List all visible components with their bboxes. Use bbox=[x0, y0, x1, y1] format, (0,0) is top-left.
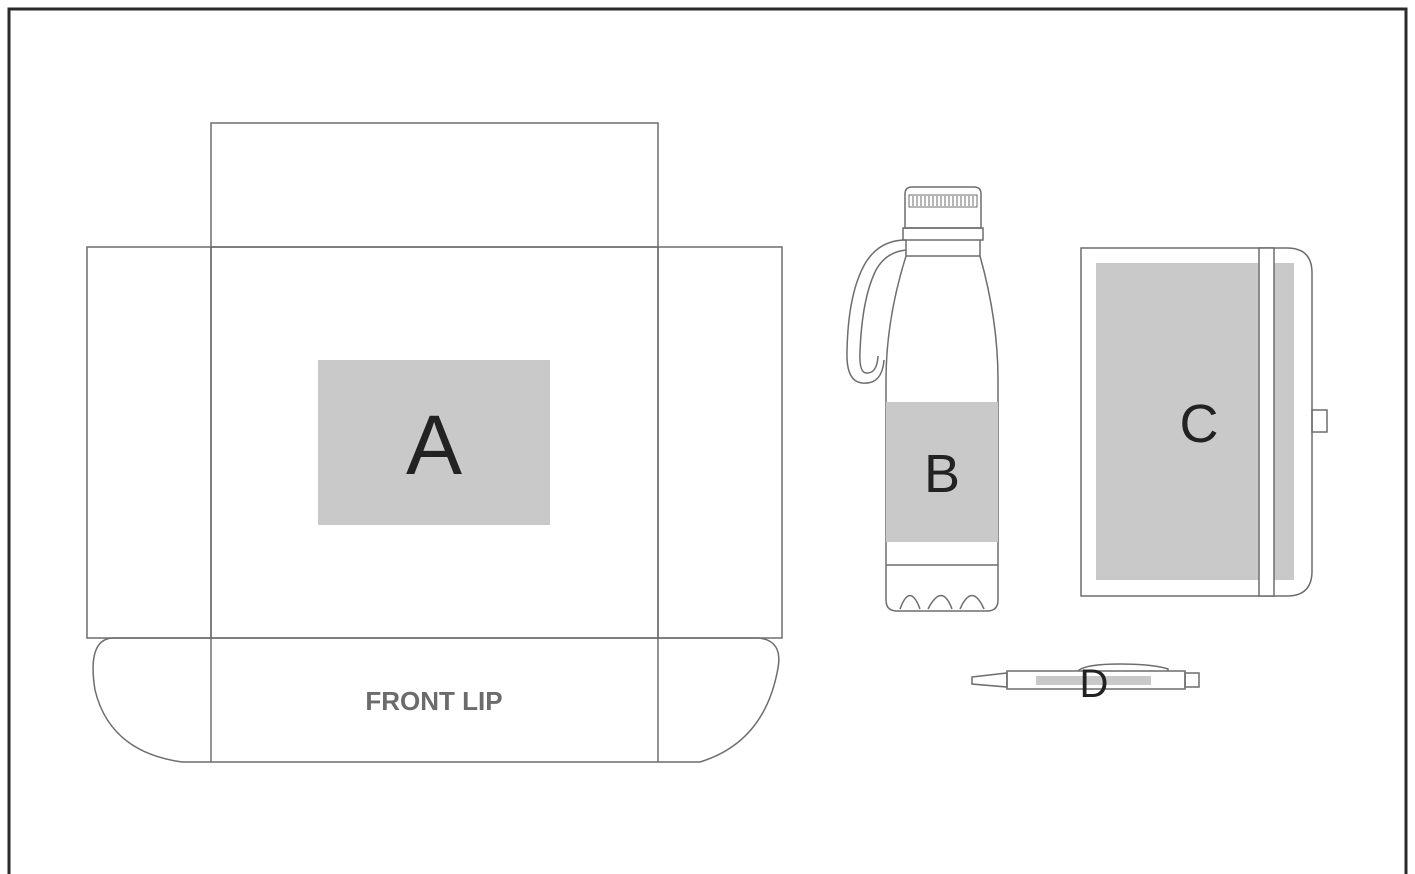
box-left-panel bbox=[86, 246, 212, 639]
zone-d-label: D bbox=[1080, 662, 1109, 706]
pen-clip bbox=[1077, 663, 1169, 672]
bottle-outline bbox=[846, 186, 999, 612]
bottle-body bbox=[885, 255, 999, 612]
zone-b-label: B bbox=[924, 444, 960, 504]
bottle-carry-loop-inner bbox=[859, 249, 907, 374]
notebook-outline bbox=[1080, 247, 1328, 597]
bottle-carry-loop-outer bbox=[846, 239, 907, 384]
front-lip-label: FRONT LIP bbox=[365, 686, 502, 716]
zone-d-area bbox=[1036, 676, 1151, 685]
outer-frame bbox=[7, 7, 1408, 874]
zone-c-label: C bbox=[1180, 394, 1219, 454]
box-top-flap bbox=[210, 122, 659, 248]
box-front-lip bbox=[92, 637, 780, 763]
pen-tip bbox=[971, 672, 1008, 688]
bottle-cap bbox=[904, 186, 982, 229]
notebook-pen-loop bbox=[1311, 409, 1328, 433]
notebook-cover bbox=[1080, 247, 1313, 597]
bottle-neck-ring bbox=[902, 227, 984, 241]
box-right-panel bbox=[657, 246, 783, 639]
zone-a-area bbox=[318, 360, 550, 525]
bottle-neck bbox=[905, 240, 981, 256]
notebook-elastic-band bbox=[1258, 247, 1275, 597]
pen-end-cap bbox=[1184, 672, 1200, 688]
zone-b-area bbox=[886, 402, 998, 542]
bottle-cap-ridges bbox=[908, 194, 978, 208]
bottle-base-waves bbox=[899, 594, 985, 610]
pen-outline bbox=[971, 663, 1200, 690]
zone-a-label: A bbox=[406, 398, 462, 492]
box-dieline bbox=[86, 122, 783, 763]
